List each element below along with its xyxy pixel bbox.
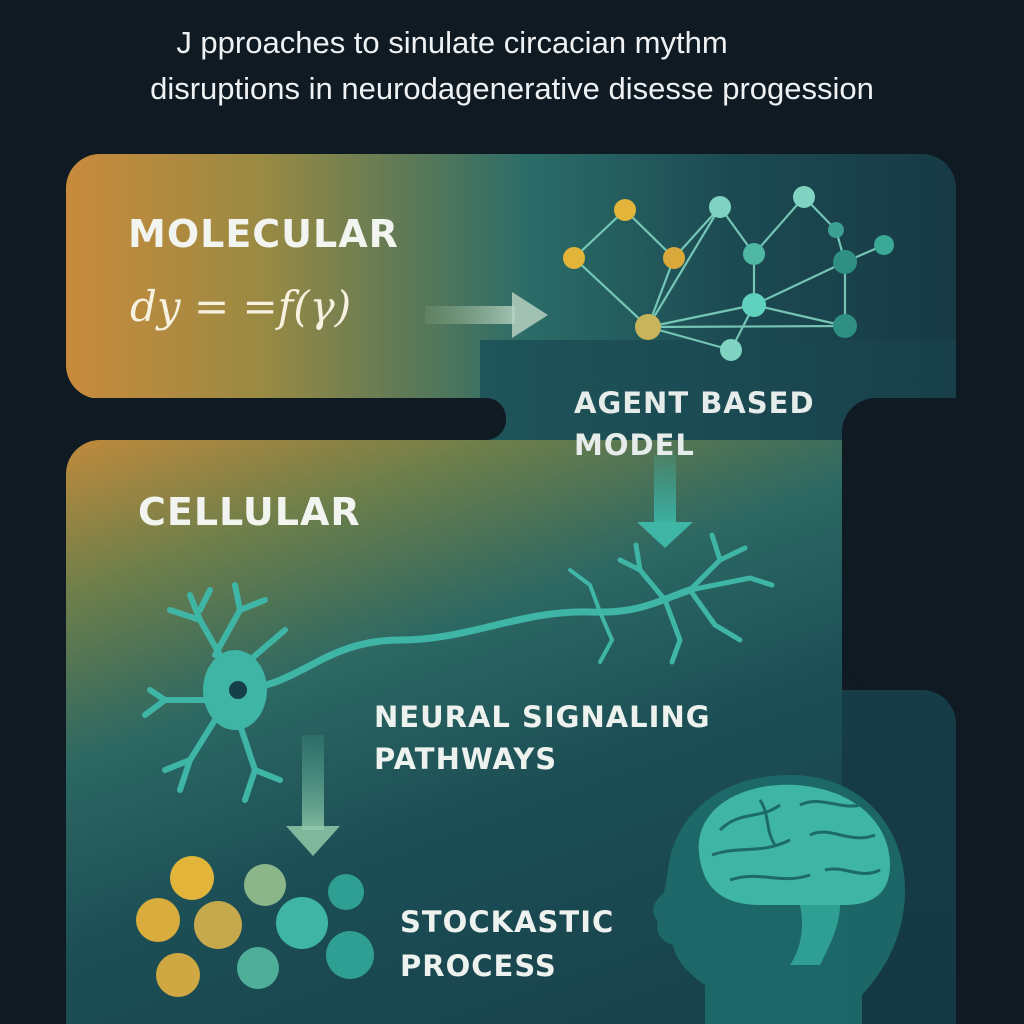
panel-gap-right (842, 398, 956, 690)
neural-signaling-label: NEURAL SIGNALING PATHWAYS (374, 696, 711, 780)
page-title: J pproaches to sinulate circacian mythm … (0, 20, 1024, 112)
stochastic-line-1: STOCKASTIC (400, 905, 615, 939)
molecular-label: MOLECULAR (128, 212, 399, 256)
ode-equation: dy = =f(γ) (130, 282, 352, 331)
title-line-1: J pproaches to sinulate circacian mythm (176, 25, 728, 60)
circle-cluster-icon (136, 856, 374, 997)
arrow-down-icon (637, 455, 693, 548)
neural-line-2: PATHWAYS (374, 742, 558, 776)
arrow-icon (425, 292, 548, 338)
cellular-label: CELLULAR (138, 490, 361, 534)
arrow-down-stochastic-icon (286, 735, 340, 856)
neuron-icon (142, 532, 775, 803)
title-line-2: disruptions in neurodagenerative disesse… (150, 71, 874, 106)
agent-based-model-label: AGENT BASED MODEL (574, 382, 815, 466)
stochastic-process-label: STOCKASTIC PROCESS (400, 900, 614, 988)
stochastic-line-2: PROCESS (400, 949, 557, 983)
network-nodes (563, 186, 894, 361)
panel-gap (66, 398, 506, 440)
brain-head-icon (653, 775, 905, 1024)
agent-line-1: AGENT BASED (574, 386, 815, 420)
neural-line-1: NEURAL SIGNALING (374, 700, 711, 734)
